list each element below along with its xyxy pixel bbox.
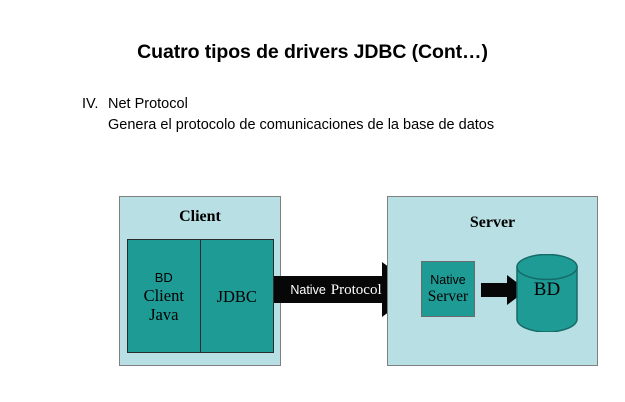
native-server-line1: Native xyxy=(430,273,466,287)
database-label: BD xyxy=(533,279,561,300)
body-description: Genera el protocolo de comunicaciones de… xyxy=(108,117,495,133)
body-heading-line: IV. Net Protocol xyxy=(82,94,552,115)
server-to-database-arrow xyxy=(481,275,527,305)
server-panel-title: Server xyxy=(469,214,516,231)
bd-client-java-line1: BD xyxy=(154,269,173,285)
bd-client-java-box: BD Client Java xyxy=(128,240,201,352)
native-server-line2: Server xyxy=(427,288,469,305)
page-title: Cuatro tipos de drivers JDBC (Cont…) xyxy=(137,41,488,63)
jdbc-label: JDBC xyxy=(216,286,257,306)
slide-body-text: IV. Net Protocol Genera el protocolo de c… xyxy=(82,94,552,136)
native-server-box: Native Server xyxy=(421,261,475,317)
protocol-label-part2: Protocol xyxy=(330,282,382,298)
database-cylinder-icon xyxy=(515,254,579,332)
bd-client-java-line3: Java xyxy=(149,304,179,324)
body-heading: Net Protocol xyxy=(108,96,188,112)
client-panel-title: Client xyxy=(179,208,221,225)
protocol-label-part1: Native xyxy=(290,283,326,297)
native-protocol-arrow xyxy=(274,262,419,317)
body-numeral: IV. xyxy=(82,96,99,112)
bd-client-java-line2: Client xyxy=(143,285,184,305)
native-protocol-label: Native Protocol xyxy=(276,281,396,299)
jdbc-box: JDBC xyxy=(201,240,274,352)
client-component-group: BD Client Java JDBC xyxy=(127,239,274,353)
